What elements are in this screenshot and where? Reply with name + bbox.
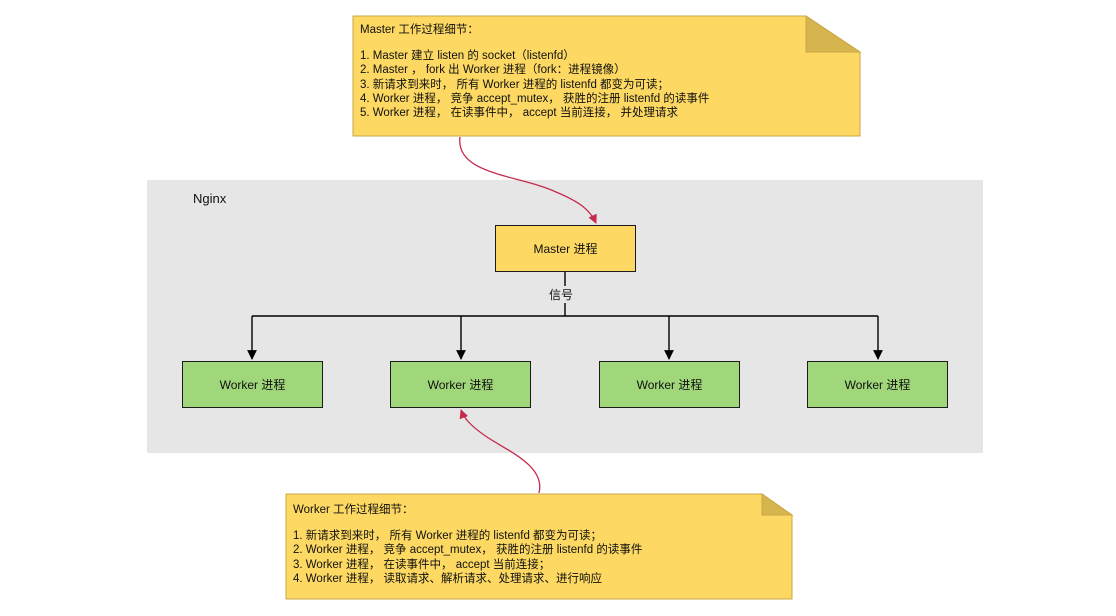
worker-note-line-2: 2. Worker 进程， 竞争 accept_mutex， 获胜的注册 lis… xyxy=(293,544,643,557)
worker-process-label: Worker 进程 xyxy=(844,378,911,392)
master-note-fold xyxy=(805,15,862,53)
master-process-box: Master 进程 xyxy=(495,225,636,272)
nginx-container-label: Nginx xyxy=(193,191,227,206)
worker-process-box-3: Worker 进程 xyxy=(599,361,740,408)
worker-note-line-3: 3. Worker 进程， 在读事件中， accept 当前连接； xyxy=(293,558,551,571)
worker-note-fold xyxy=(761,493,794,516)
worker-note-title: Worker 工作过程细节： xyxy=(293,504,414,516)
master-note-line-1: 1. Master 建立 listen 的 socket（listenfd） xyxy=(360,50,575,63)
worker-process-box-4: Worker 进程 xyxy=(807,361,948,408)
nginx-container: Nginx xyxy=(147,180,983,453)
worker-process-label: Worker 进程 xyxy=(427,378,494,392)
master-note-line-5: 5. Worker 进程， 在读事件中， accept 当前连接， 并处理请求 xyxy=(360,107,678,120)
signal-label: 信号 xyxy=(547,286,576,303)
master-process-label: Master 进程 xyxy=(533,242,598,256)
worker-note-line-1: 1. 新请求到来时， 所有 Worker 进程的 listenfd 都变为可读； xyxy=(293,530,603,543)
worker-note-line-4: 4. Worker 进程， 读取请求、解析请求、处理请求、进行响应 xyxy=(293,572,603,585)
worker-process-label: Worker 进程 xyxy=(219,378,286,392)
master-note-line-3: 3. 新请求到来时， 所有 Worker 进程的 listenfd 都变为可读； xyxy=(360,78,670,91)
master-note-line-4: 4. Worker 进程， 竞争 accept_mutex， 获胜的注册 lis… xyxy=(360,92,710,105)
master-note-line-2: 2. Master ， fork 出 Worker 进程（fork：进程镜像） xyxy=(360,64,626,77)
master-note: Master 工作过程细节： 1. Master 建立 listen 的 soc… xyxy=(360,23,709,120)
worker-process-box-1: Worker 进程 xyxy=(182,361,323,408)
worker-process-label: Worker 进程 xyxy=(636,378,703,392)
worker-process-box-2: Worker 进程 xyxy=(390,361,531,408)
worker-note: Worker 工作过程细节： 1. 新请求到来时， 所有 Worker 进程的 … xyxy=(293,503,642,586)
master-note-title: Master 工作过程细节： xyxy=(360,24,479,36)
